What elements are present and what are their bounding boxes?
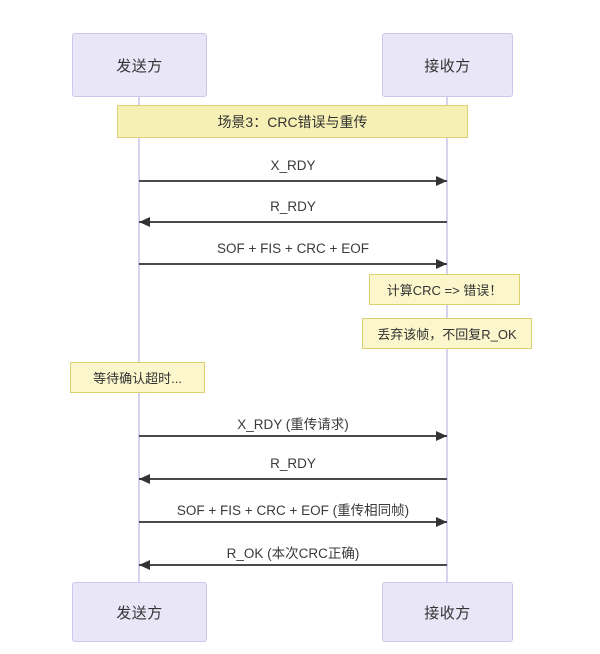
- message-arrowhead: [139, 473, 150, 484]
- note-box: 等待确认超时...: [70, 362, 205, 393]
- scenario-banner-label: 场景3：CRC错误与重传: [217, 113, 368, 130]
- message-arrowhead: [436, 175, 447, 186]
- message-line: [139, 478, 447, 480]
- message-line: [139, 435, 447, 437]
- message-line: [139, 221, 447, 223]
- note-label: 计算CRC => 错误！: [386, 283, 503, 298]
- message-label: SOF + FIS + CRC + EOF (重传相同帧): [176, 503, 410, 518]
- message-label: R_RDY: [270, 456, 316, 471]
- participant-label: 接收方: [424, 604, 471, 622]
- note-label: 丢弃该帧，不回复R_OK: [377, 327, 517, 342]
- note-box: 丢弃该帧，不回复R_OK: [362, 318, 532, 349]
- scenario-banner: 场景3：CRC错误与重传: [117, 105, 468, 138]
- message-line: [139, 180, 447, 182]
- participant-sender-top[interactable]: 发送方: [72, 33, 207, 97]
- message-line: [139, 263, 447, 265]
- message-label: R_RDY: [270, 199, 316, 214]
- participant-label: 接收方: [424, 57, 471, 75]
- message-line: [139, 564, 447, 566]
- note-box: 计算CRC => 错误！: [369, 274, 520, 305]
- participant-sender-bottom[interactable]: 发送方: [72, 582, 207, 642]
- participant-label: 发送方: [116, 604, 163, 622]
- message-arrowhead: [436, 258, 447, 269]
- message-arrowhead: [139, 216, 150, 227]
- participant-receiver-top[interactable]: 接收方: [382, 33, 513, 97]
- message-arrowhead: [436, 516, 447, 527]
- message-label: R_OK (本次CRC正确): [226, 546, 360, 561]
- note-label: 等待确认超时...: [93, 371, 182, 386]
- message-arrowhead: [139, 559, 150, 570]
- lifeline-sender: [138, 97, 140, 582]
- participant-label: 发送方: [116, 57, 163, 75]
- message-label: X_RDY: [270, 158, 316, 173]
- message-arrowhead: [436, 430, 447, 441]
- message-line: [139, 521, 447, 523]
- participant-receiver-bottom[interactable]: 接收方: [382, 582, 513, 642]
- message-label: SOF + FIS + CRC + EOF: [217, 241, 369, 256]
- message-label: X_RDY (重传请求): [237, 417, 349, 432]
